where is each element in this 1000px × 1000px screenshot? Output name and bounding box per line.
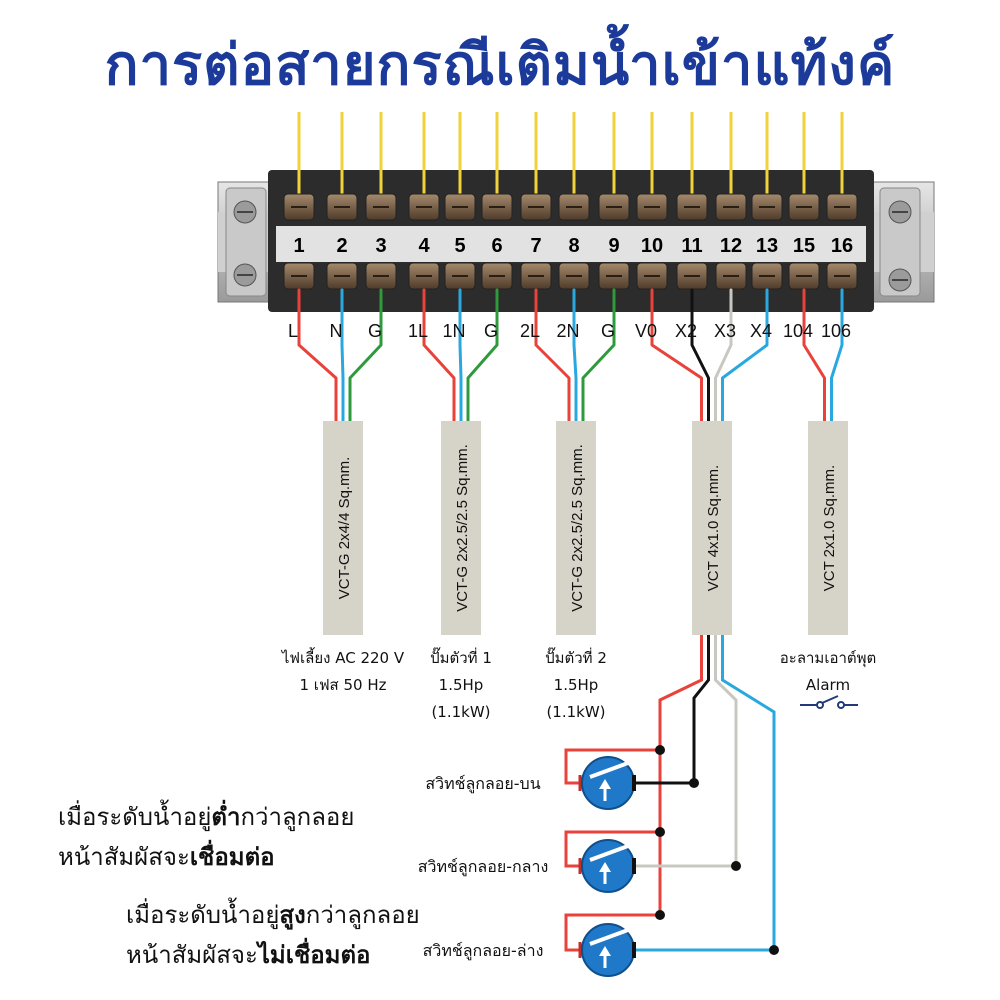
terminal-number: 6 (491, 235, 502, 257)
cable-5-wire-2 (830, 288, 844, 427)
cable-4-wire-4 (721, 288, 769, 427)
switch-feed-wire-3 (564, 913, 660, 952)
junction-dot (769, 945, 779, 955)
cable-spec-label: VCT 2x1.0 Sq.mm. (821, 465, 838, 591)
terminal-number: 11 (681, 235, 702, 257)
cable-caption: อะลามเอาต์พุต (780, 649, 877, 668)
wire-label: 104 (783, 321, 813, 341)
cable-3-wire-2 (572, 288, 578, 427)
terminal-number: 1 (293, 235, 304, 257)
switch-label: สวิทช์ลูกลอย-กลาง (418, 857, 549, 877)
junction-dot (689, 778, 699, 788)
cable-caption: 1.5Hp (554, 676, 599, 694)
cable-2-wire-1 (422, 288, 456, 427)
wire-label: X4 (750, 321, 772, 341)
cable-1-wire-3 (348, 288, 383, 427)
cable-spec-label: VCT-G 2x2.5/2.5 Sq.mm. (569, 444, 586, 612)
page-title: การต่อสายกรณีเติมน้ำเข้าแท้งค์ (104, 33, 896, 98)
wire-label: V0 (635, 321, 657, 341)
terminal-number: 7 (530, 235, 541, 257)
wire-top-switch-black (636, 635, 710, 785)
cable-caption: 1 เฟส 50 Hz (300, 676, 387, 694)
cable-5-wire-1 (802, 288, 826, 427)
cable-sleeve-5 (808, 421, 848, 635)
cable-4-wire-2 (690, 288, 710, 427)
wire-label: G (601, 321, 615, 341)
terminal-label-strip (276, 226, 866, 262)
cable-3-wire-1 (534, 288, 571, 427)
cable-1-wire-2 (340, 288, 345, 427)
cable-caption: ปั๊มตัวที่ 2 (545, 647, 607, 667)
cable-2-wire-2 (458, 288, 463, 427)
end-bracket-left (225, 187, 267, 297)
cable-spec-label: VCT-G 2x4/4 Sq.mm. (336, 457, 353, 600)
terminal-number: 16 (831, 235, 853, 257)
wire-common-red (658, 635, 703, 915)
cable-caption: ปั๊มตัวที่ 1 (430, 647, 492, 667)
terminal-number: 15 (793, 235, 815, 257)
cable-spec-label: VCT-G 2x2.5/2.5 Sq.mm. (454, 444, 471, 612)
switch-label: สวิทช์ลูกลอย-ล่าง (423, 941, 544, 961)
terminal-number: 9 (608, 235, 619, 257)
cable-caption: (1.1kW) (546, 703, 605, 721)
cable-3-wire-3 (581, 288, 616, 427)
wire-label: 106 (821, 321, 851, 341)
wire-label: G (368, 321, 382, 341)
cable-caption: ไฟเลี้ยง AC 220 V (281, 647, 405, 667)
cable-caption: Alarm (806, 676, 850, 694)
terminal-number: 3 (375, 235, 386, 257)
cable-2-wire-3 (466, 288, 499, 427)
cable-sleeve-2 (441, 421, 481, 635)
switch-feed-wire-1 (564, 748, 660, 785)
terminal-number: 10 (641, 235, 663, 257)
cable-spec-label: VCT 4x1.0 Sq.mm. (705, 465, 722, 591)
junction-dot (731, 861, 741, 871)
wire-label: 2N (556, 321, 579, 341)
wire-label: 2L (520, 321, 540, 341)
cable-sleeve-3 (556, 421, 596, 635)
wire-label: X3 (714, 321, 736, 341)
terminal-number: 5 (454, 235, 465, 257)
cable-sleeve-1 (323, 421, 363, 635)
wire-label: 1L (408, 321, 428, 341)
note-low-level: เมื่อระดับน้ำอยู่ต่ำกว่าลูกลอย หน้าสัมผั… (58, 803, 355, 871)
cable-caption: 1.5Hp (439, 676, 484, 694)
cable-caption: (1.1kW) (431, 703, 490, 721)
terminal-number: 2 (336, 235, 347, 257)
cable-4-wire-1 (650, 288, 703, 427)
switch-feed-wire-2 (564, 830, 660, 868)
wire-label: 1N (442, 321, 465, 341)
cable-sleeve-4 (692, 421, 732, 635)
cable-1-wire-1 (297, 288, 338, 427)
switch-label: สวิทช์ลูกลอย-บน (425, 774, 540, 794)
wire-label: G (484, 321, 498, 341)
wire-label: X2 (675, 321, 697, 341)
wire-label: L (288, 321, 298, 341)
terminal-number: 8 (568, 235, 579, 257)
cable-4-wire-3 (714, 288, 733, 427)
terminal-number: 4 (418, 235, 430, 257)
terminal-number: 13 (756, 235, 778, 257)
junction-dot (655, 827, 665, 837)
wire-bottom-switch-blue (636, 635, 776, 952)
junction-dot (655, 910, 665, 920)
terminal-number: 12 (720, 235, 742, 257)
note-high-level: เมื่อระดับน้ำอยู่สูงกว่าลูกลอย หน้าสัมผั… (126, 901, 420, 969)
wire-middle-switch-white (636, 635, 738, 868)
wire-label: N (330, 321, 343, 341)
junction-dot (655, 745, 665, 755)
end-bracket-right (879, 187, 921, 297)
